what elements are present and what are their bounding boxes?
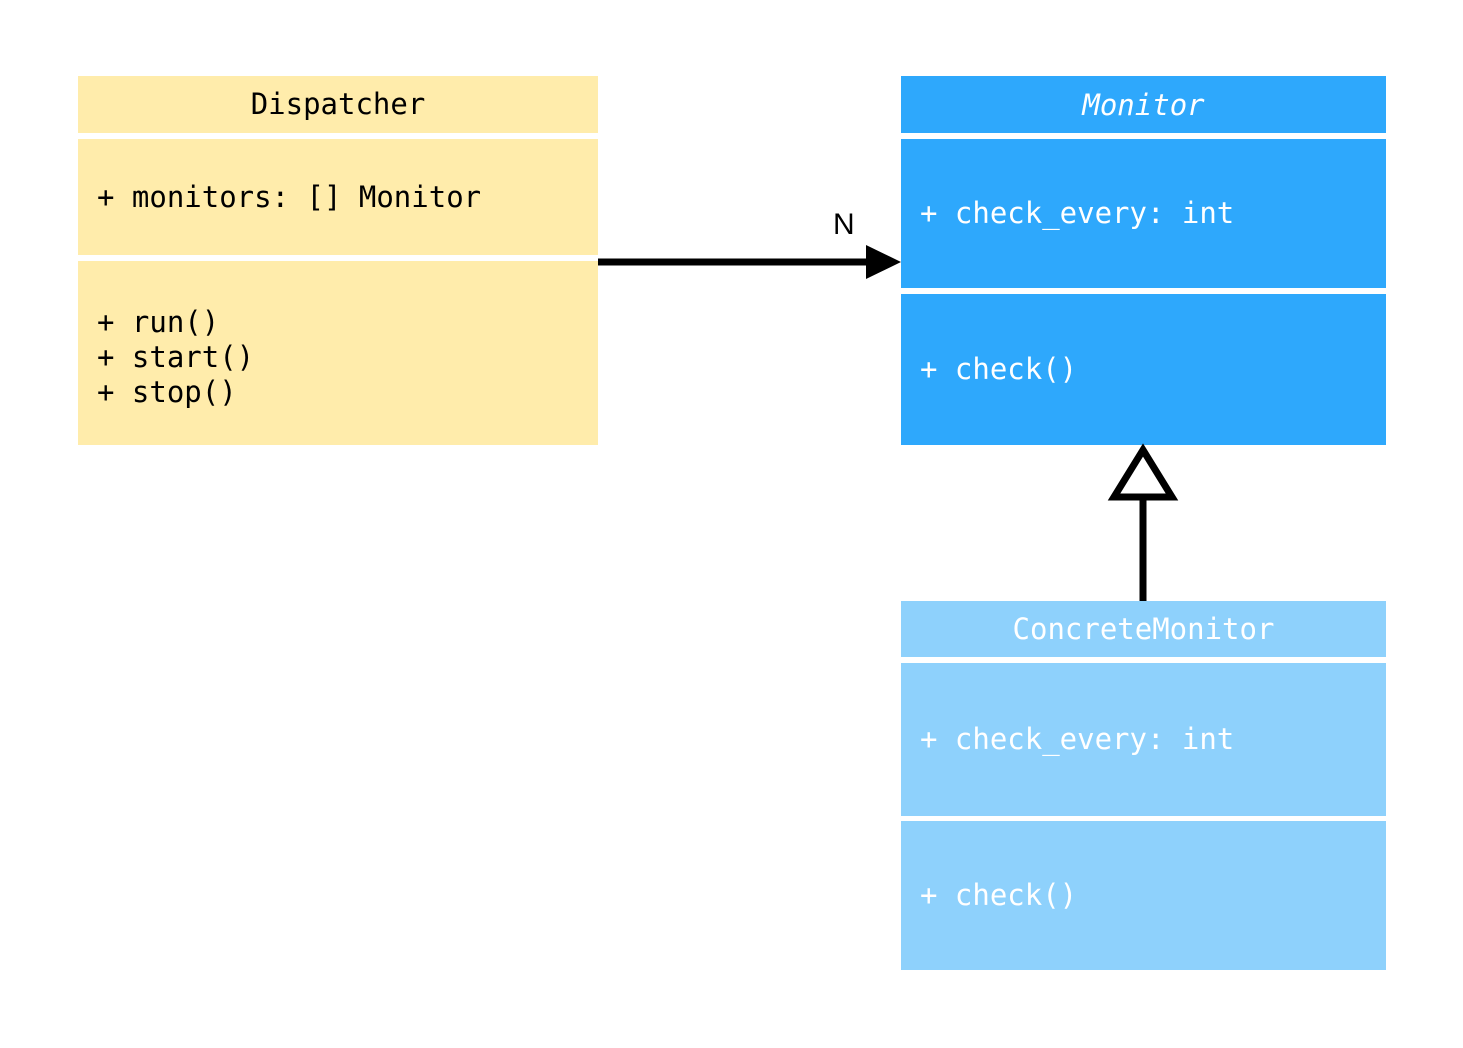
class-title-monitor: Monitor <box>901 76 1386 133</box>
method-row: + check() <box>920 352 1078 386</box>
methods-compartment-monitor: + check() <box>901 294 1386 445</box>
compartment-divider <box>78 255 598 262</box>
compartment-divider <box>78 132 598 139</box>
attributes-compartment-concretemonitor: + check_every: int <box>901 663 1386 816</box>
association-arrow-dispatcher-to-monitor <box>598 245 901 279</box>
uml-class-monitor[interactable]: Monitor + check_every: int + check() <box>901 76 1386 445</box>
compartment-divider <box>901 288 1386 294</box>
attributes-compartment-dispatcher: + monitors: [] Monitor <box>78 138 598 256</box>
method-row: + run() <box>97 305 220 340</box>
uml-class-dispatcher[interactable]: Dispatcher + monitors: [] Monitor + run(… <box>78 76 598 446</box>
class-title-concretemonitor: ConcreteMonitor <box>901 601 1386 658</box>
uml-class-concretemonitor[interactable]: ConcreteMonitor + check_every: int + che… <box>901 601 1386 970</box>
methods-compartment-dispatcher: + run() + start() + stop() <box>78 261 598 446</box>
attributes-compartment-monitor: + check_every: int <box>901 139 1386 288</box>
hollow-triangle-arrowhead-icon <box>1107 443 1179 501</box>
method-row: + check() <box>920 878 1078 913</box>
inheritance-arrow-concretemonitor-to-monitor <box>1107 443 1179 601</box>
methods-compartment-concretemonitor: + check() <box>901 821 1386 970</box>
class-title-dispatcher: Dispatcher <box>78 76 598 133</box>
compartment-divider <box>901 815 1386 822</box>
compartment-divider <box>901 133 1386 139</box>
attribute-row: + check_every: int <box>920 196 1235 230</box>
attribute-row: + check_every: int <box>920 721 1235 756</box>
method-row: + start() <box>97 340 255 375</box>
method-row: + stop() <box>97 375 237 410</box>
association-multiplicity-label: N <box>833 208 855 241</box>
attribute-row: + monitors: [] Monitor <box>97 179 482 214</box>
compartment-divider <box>901 657 1386 663</box>
filled-arrowhead-icon <box>866 245 901 279</box>
